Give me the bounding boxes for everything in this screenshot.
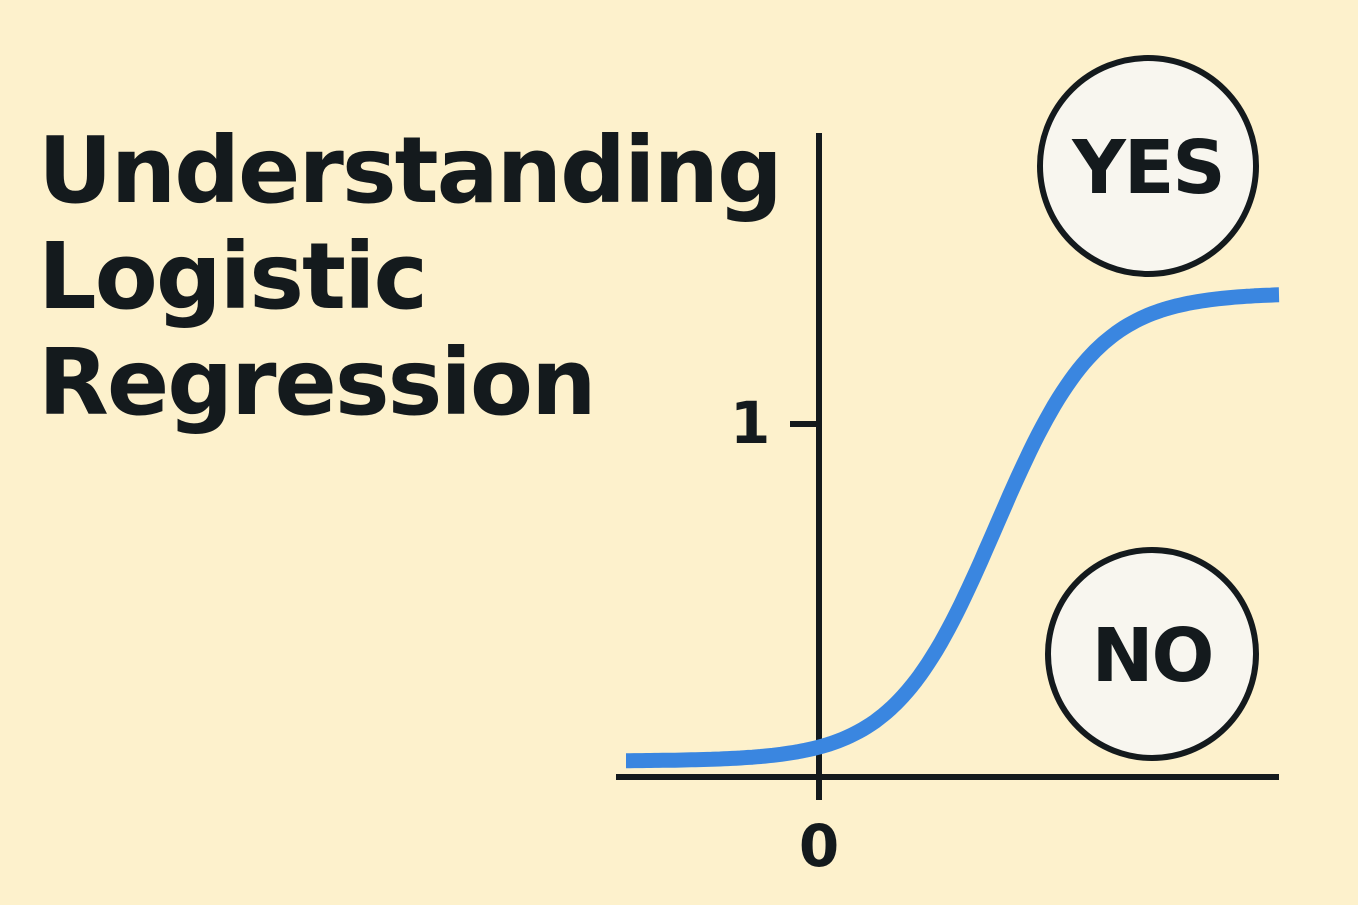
y-tick-label: 1	[730, 389, 770, 457]
sigmoid-curve	[622, 287, 1283, 769]
yes-bubble: YES	[1037, 55, 1259, 277]
page-title: Understanding Logistic Regression	[38, 117, 783, 436]
x-tick-label: 0	[799, 812, 839, 880]
no-circle	[1045, 547, 1259, 761]
title-line-1: Understanding	[38, 117, 783, 224]
title-line-3: Regression	[38, 329, 597, 436]
no-label: NO	[1092, 613, 1213, 699]
yes-circle	[1037, 55, 1259, 277]
yes-label: YES	[1071, 125, 1223, 211]
title-line-2: Logistic	[38, 223, 428, 330]
no-bubble: NO	[1045, 547, 1259, 761]
